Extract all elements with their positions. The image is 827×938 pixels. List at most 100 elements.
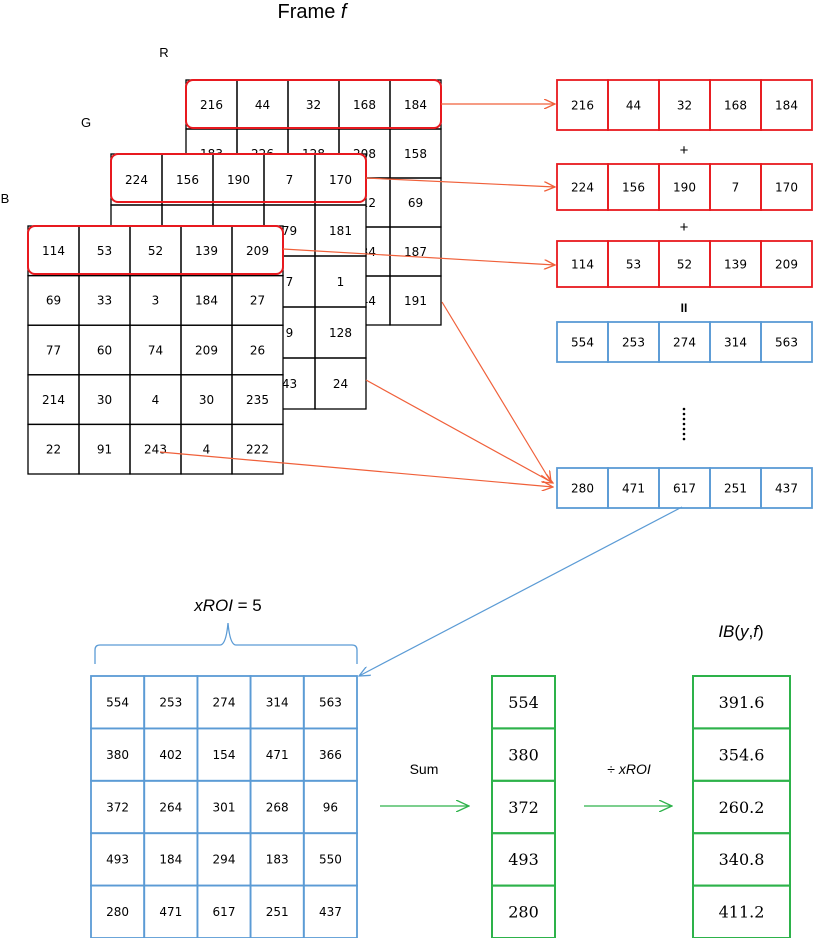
sum-result-value: 253 xyxy=(622,335,645,349)
roi-width-brace xyxy=(94,622,358,664)
roi-matrix-value: 294 xyxy=(213,853,236,867)
sum-last-cell xyxy=(760,467,813,509)
ib-col-value: 260.2 xyxy=(719,798,765,817)
roi-matrix-value: 372 xyxy=(106,800,129,814)
ib-column: 391.6 354.6 260.2 340.8 411.2 xyxy=(692,675,791,938)
vertical-ellipsis xyxy=(682,407,686,441)
roi-matrix-value: 251 xyxy=(266,905,289,919)
roi-matrix-value: 253 xyxy=(159,696,182,710)
g-matrix-value: 128 xyxy=(329,326,352,340)
b-matrix-value: 30 xyxy=(199,393,214,407)
roi-matrix-value: 471 xyxy=(266,748,289,762)
b-matrix-value: 69 xyxy=(46,294,61,308)
b-row-highlight xyxy=(27,225,284,275)
roi-matrix-value: 366 xyxy=(319,748,342,762)
frame-title: Frame f xyxy=(278,1,349,23)
r-matrix-value: 168 xyxy=(353,98,376,112)
roi-matrix-value: 402 xyxy=(159,748,182,762)
b-matrix-value: 214 xyxy=(42,393,65,407)
sum-col-value: 372 xyxy=(508,798,539,817)
sum-r-value: 44 xyxy=(626,98,641,112)
roi-matrix-value: 280 xyxy=(106,905,129,919)
sum-result-value: 563 xyxy=(775,335,798,349)
ib-label: IB(y,f) xyxy=(718,622,763,641)
b-row-arrow xyxy=(282,248,555,265)
g-matrix-value: 43 xyxy=(282,377,297,391)
b-matrix-value: 53 xyxy=(97,244,112,258)
sum-label: Sum xyxy=(410,761,439,777)
roi-matrix-value: 274 xyxy=(213,696,236,710)
b-matrix-value: 184 xyxy=(195,294,218,308)
b-matrix-value: 74 xyxy=(148,343,163,357)
roi-matrix-value: 471 xyxy=(159,905,182,919)
roi-matrix-value: 493 xyxy=(106,853,129,867)
b-matrix-background xyxy=(28,226,283,474)
g-row-arrow xyxy=(365,177,555,187)
r-matrix-cell xyxy=(389,275,442,326)
g-matrix-value: 9 xyxy=(286,326,294,340)
g-matrix-value: 79 xyxy=(282,224,297,238)
r-matrix-value: 187 xyxy=(404,245,427,259)
sum-g-value: 156 xyxy=(622,180,645,194)
sum-result-value: 314 xyxy=(724,335,747,349)
r-matrix-value: 191 xyxy=(404,294,427,308)
b-matrix-value: 91 xyxy=(97,443,112,457)
sum-result-cell xyxy=(760,321,813,363)
b-matrix-value: 77 xyxy=(46,343,61,357)
b-matrix-value: 22 xyxy=(46,443,61,457)
ib-col-value: 340.8 xyxy=(719,850,765,869)
roi-matrix-value: 563 xyxy=(319,696,342,710)
sum-r-value: 168 xyxy=(724,98,747,112)
plus-sign-1: + xyxy=(680,142,689,159)
roi-matrix-value: 268 xyxy=(266,800,289,814)
sum-last-value: 251 xyxy=(724,481,747,495)
roi-matrix-value: 617 xyxy=(213,905,236,919)
b-matrix-value: 209 xyxy=(246,244,269,258)
ib-col-value: 354.6 xyxy=(719,745,765,764)
sum-g-value: 7 xyxy=(732,180,740,194)
b-matrix-value: 27 xyxy=(250,294,265,308)
ib-col-value: 411.2 xyxy=(719,903,765,922)
sum-r-value: 184 xyxy=(775,98,798,112)
equals-sign: II xyxy=(681,301,688,315)
r-last-row-arrow xyxy=(441,301,551,482)
sum-result-value: 554 xyxy=(571,335,594,349)
g-matrix-value: 170 xyxy=(329,173,352,187)
sum-b-cell xyxy=(760,240,813,288)
roi-matrix-value: 96 xyxy=(323,800,338,814)
sum-last-value: 437 xyxy=(775,481,798,495)
g-matrix-value: 1 xyxy=(337,275,345,289)
b-matrix-value: 114 xyxy=(42,244,65,258)
b-matrix-value: 52 xyxy=(148,244,163,258)
g-matrix-value: 181 xyxy=(329,224,352,238)
sum-g-value: 190 xyxy=(673,180,696,194)
roi-matrix-value: 154 xyxy=(213,748,236,762)
roi-matrix-value: 550 xyxy=(319,853,342,867)
b-matrix-value: 4 xyxy=(152,393,160,407)
roi-matrix-value: 314 xyxy=(266,696,289,710)
b-matrix-value: 26 xyxy=(250,343,265,357)
b-matrix-value: 4 xyxy=(203,443,211,457)
b-matrix-value: 222 xyxy=(246,443,269,457)
b-matrix-value: 243 xyxy=(144,443,167,457)
g-channel-label: G xyxy=(81,115,91,130)
sum-col-value: 554 xyxy=(508,693,539,712)
r-matrix-value: 32 xyxy=(306,98,321,112)
roi-matrix-value: 184 xyxy=(159,853,182,867)
row-arrows xyxy=(159,104,555,487)
g-last-row-arrow xyxy=(365,379,553,483)
b-matrix-value: 33 xyxy=(97,294,112,308)
sum-b-value: 209 xyxy=(775,257,798,271)
roi-matrix-value: 301 xyxy=(213,800,236,814)
xroi-label: xROI = 5 xyxy=(193,596,262,615)
ib-col-value: 391.6 xyxy=(719,693,765,712)
sum-b-value: 53 xyxy=(626,257,641,271)
r-matrix-value: 44 xyxy=(255,98,270,112)
sum-last-value: 471 xyxy=(622,481,645,495)
